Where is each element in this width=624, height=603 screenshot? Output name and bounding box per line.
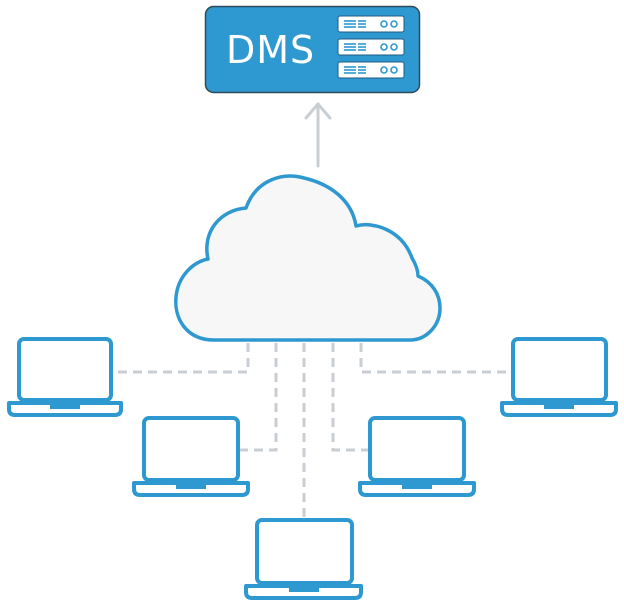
laptop-bottom (244, 518, 363, 600)
cloud-icon (174, 174, 442, 342)
server-rack-icon (337, 15, 405, 79)
arrow-up-icon (304, 102, 332, 168)
laptop-icon (132, 416, 250, 497)
connector-laptop-mid-left (240, 343, 278, 452)
dms-label: DMS (226, 28, 315, 72)
laptop-icon (7, 337, 123, 417)
connector-laptop-right (359, 343, 512, 374)
dms-server: DMS (204, 5, 421, 94)
laptop-icon (500, 337, 618, 417)
rack-unit (337, 61, 405, 79)
rack-unit (337, 15, 405, 33)
laptop-mid-left (132, 416, 250, 497)
laptop-left (7, 337, 123, 417)
laptop-icon (358, 416, 476, 497)
laptop-icon (244, 518, 363, 600)
connector-lines (114, 343, 512, 518)
connector-laptop-left (114, 343, 250, 374)
rack-unit (337, 38, 405, 56)
connector-laptop-mid-right (331, 343, 368, 452)
laptop-right (500, 337, 618, 417)
laptop-mid-right (358, 416, 476, 497)
